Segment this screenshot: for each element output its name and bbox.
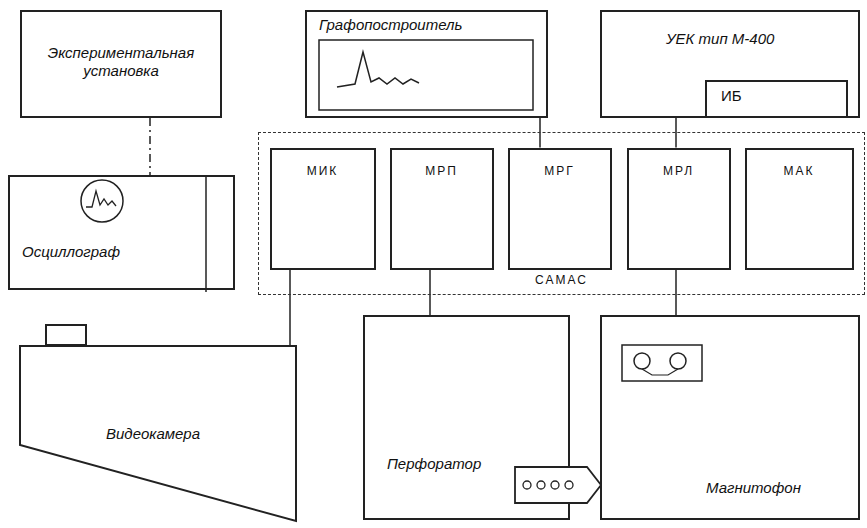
- videocamera: Видеокамера: [18, 345, 298, 523]
- plotter-box: Графопостроитель: [305, 10, 548, 118]
- camac-module: МРГ: [508, 148, 612, 270]
- connector: [429, 270, 431, 316]
- node-label: МРП: [392, 164, 492, 178]
- camac-crate: САМАС МИК МРП МРГ МРЛ МАК: [258, 132, 865, 295]
- node-label: Осциллограф: [22, 243, 120, 261]
- camac-module: МРЛ: [627, 148, 731, 270]
- node-label: МАК: [747, 164, 852, 178]
- node-label: ИБ: [721, 87, 742, 105]
- interface-block: ИБ: [705, 80, 848, 118]
- camac-module: МАК: [745, 148, 854, 270]
- node-label: УЕК тип М-400: [666, 30, 774, 48]
- camac-module: МРП: [390, 148, 494, 270]
- node-label: САМАС: [529, 273, 594, 287]
- node-label: Магнитофон: [706, 479, 801, 497]
- node-label: МИК: [272, 164, 374, 178]
- camac-module: МИК: [270, 148, 376, 270]
- oscilloscope-box: Осциллограф: [8, 175, 235, 290]
- computer-box: УЕК тип М-400ИБ: [600, 10, 860, 118]
- connector: [675, 270, 677, 316]
- node-label: Видеокамера: [106, 425, 200, 443]
- node-label: Графопостроитель: [319, 16, 462, 34]
- node-label: МРЛ: [629, 164, 729, 178]
- tape-recorder-box: Магнитофон: [600, 315, 860, 520]
- perforator-box: Перфоратор: [363, 315, 570, 520]
- connector: [149, 118, 151, 175]
- setup-box: Экспериментальная установка: [20, 10, 222, 118]
- connector: [289, 270, 291, 346]
- node-label: Экспериментальная установка: [32, 44, 210, 80]
- node-label: Перфоратор: [387, 455, 481, 473]
- node-label: МРГ: [510, 164, 610, 178]
